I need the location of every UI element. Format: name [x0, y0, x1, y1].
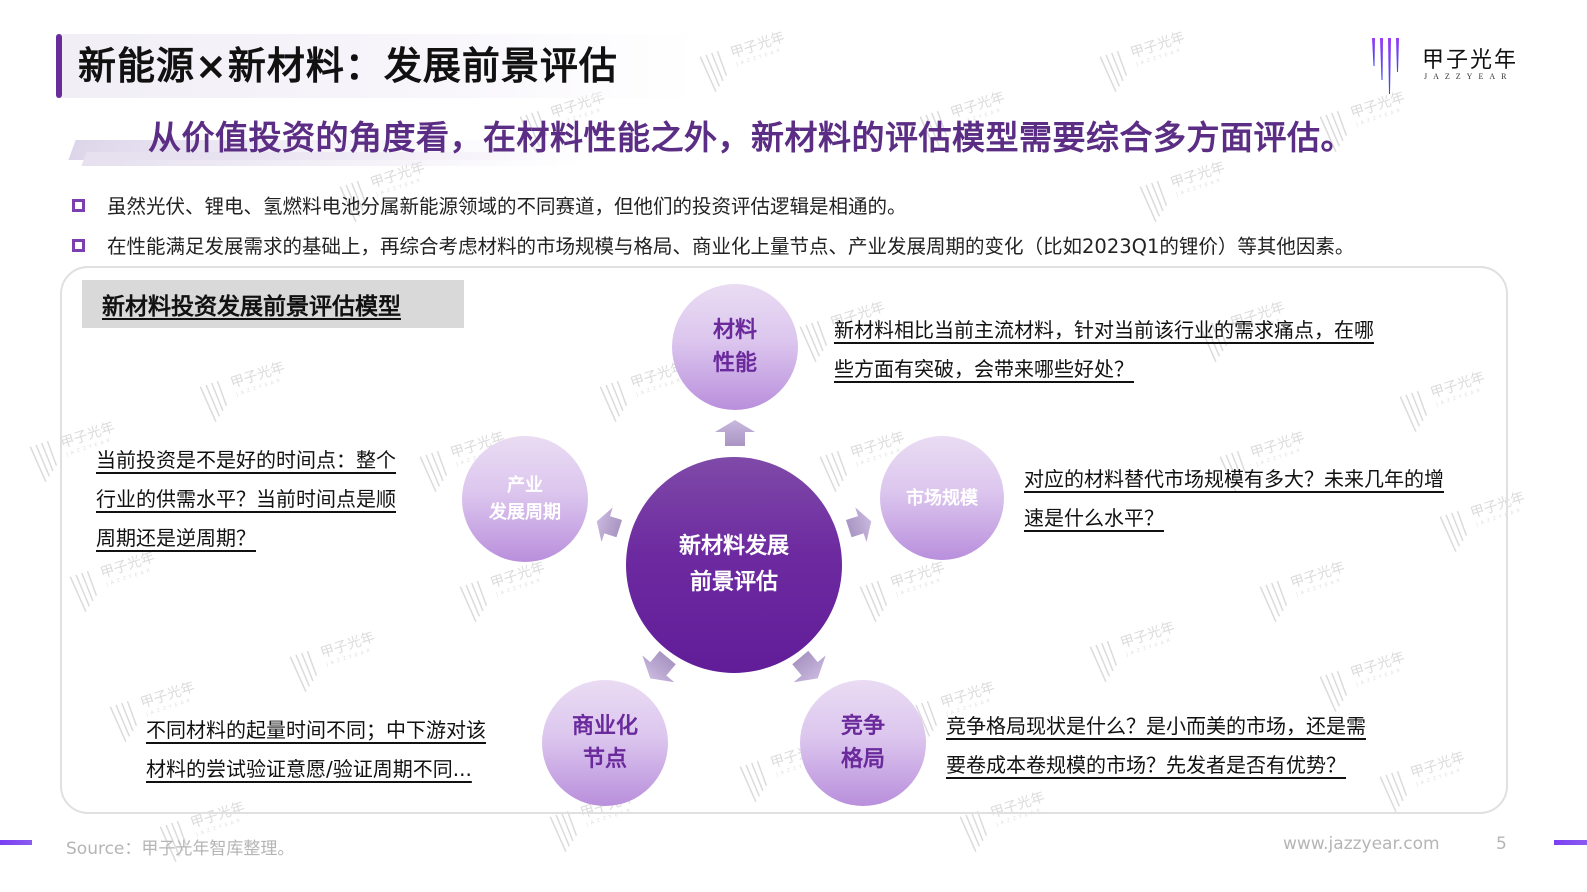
bullet-list: 虽然光伏、锂电、氢燃料电池分属新能源领域的不同赛道，但他们的投资评估逻辑是相通的… — [72, 184, 1354, 264]
desc-line: 当前投资是不是好的时间点：整个 — [96, 448, 396, 472]
page-title: 新能源×新材料：发展前景评估 — [78, 44, 618, 88]
website-link[interactable]: www.jazzyear.com — [1283, 834, 1440, 854]
logo-english-name: JAZZYEAR — [1424, 72, 1513, 81]
arrow-upper-left-icon — [596, 507, 623, 543]
center-node: 新材料发展 前景评估 — [626, 457, 842, 673]
arrow-lower-left-icon — [642, 650, 676, 683]
square-bullet-icon — [72, 198, 85, 212]
arrow-upper-right-icon — [845, 507, 872, 543]
bullet-item: 虽然光伏、锂电、氢燃料电池分属新能源领域的不同赛道，但他们的投资评估逻辑是相通的… — [72, 184, 1354, 224]
logo-chinese-name: 甲子光年 — [1422, 48, 1519, 73]
node-market-size: 市场规模 — [880, 436, 1004, 560]
desc-line: 行业的供需水平？当前时间点是顺 — [96, 487, 396, 511]
desc-line: 要卷成本卷规模的市场？先发者是否有优势？ — [946, 753, 1346, 777]
model-frame — [60, 266, 1508, 814]
arrow-up-icon — [715, 420, 755, 446]
arrow-lower-right-icon — [792, 650, 826, 683]
desc-line: 对应的材料替代市场规模有多大？未来几年的增 — [1024, 467, 1444, 491]
node-industry-cycle: 产业 发展周期 — [462, 436, 588, 562]
footer-accent-left — [0, 840, 32, 845]
desc-line: 些方面有突破，会带来哪些好处？ — [834, 357, 1134, 381]
desc-line: 速是什么水平？ — [1024, 506, 1164, 530]
footer-accent-right — [1554, 840, 1587, 845]
node-label-line2: 格局 — [840, 747, 885, 772]
center-node-line2: 前景评估 — [689, 570, 778, 595]
desc-material-performance: 新材料相比当前主流材料，针对当前该行业的需求痛点，在哪 些方面有突破，会带来哪些… — [834, 311, 1374, 389]
desc-line: 新材料相比当前主流材料，针对当前该行业的需求痛点，在哪 — [834, 318, 1374, 342]
node-label-line1: 市场规模 — [906, 487, 978, 509]
node-competition: 竞争 格局 — [800, 680, 926, 806]
logo-bars-icon — [1372, 38, 1399, 94]
page-number: 5 — [1496, 834, 1507, 854]
source-note: Source：甲子光年智库整理。 — [66, 839, 295, 859]
title-accent-bar — [56, 34, 62, 98]
square-bullet-icon — [72, 238, 85, 252]
node-label-line2: 节点 — [582, 747, 627, 772]
node-label-line1: 材料 — [712, 318, 757, 343]
desc-line: 竞争格局现状是什么？是小而美的市场，还是需 — [946, 714, 1366, 738]
bullet-text: 在性能满足发展需求的基础上，再综合考虑材料的市场规模与格局、商业化上量节点、产业… — [107, 234, 1355, 258]
node-label-line1: 竞争 — [840, 714, 885, 739]
node-label-line2: 发展周期 — [489, 502, 561, 523]
brand-logo: 甲子光年 JAZZYEAR — [1370, 36, 1530, 96]
desc-competition: 竞争格局现状是什么？是小而美的市场，还是需 要卷成本卷规模的市场？先发者是否有优… — [946, 707, 1366, 785]
desc-line: 不同材料的起量时间不同；中下游对该 — [146, 718, 486, 742]
node-material-performance: 材料 性能 — [672, 284, 798, 410]
node-label-line1: 产业 — [507, 475, 543, 496]
desc-industry-cycle: 当前投资是不是好的时间点：整个 行业的供需水平？当前时间点是顺 周期还是逆周期？ — [96, 441, 396, 558]
bullet-item: 在性能满足发展需求的基础上，再综合考虑材料的市场规模与格局、商业化上量节点、产业… — [72, 224, 1354, 264]
desc-commercialization: 不同材料的起量时间不同；中下游对该 材料的尝试验证意愿/验证周期不同... — [146, 711, 486, 789]
node-label-line1: 商业化 — [571, 714, 638, 739]
desc-line: 周期还是逆周期？ — [96, 526, 256, 550]
model-label: 新材料投资发展前景评估模型 — [102, 294, 401, 320]
desc-line: 材料的尝试验证意愿/验证周期不同... — [146, 757, 472, 781]
title-background — [56, 34, 696, 98]
center-node-line1: 新材料发展 — [678, 533, 789, 559]
node-commercialization: 商业化 节点 — [542, 680, 668, 806]
desc-market-size: 对应的材料替代市场规模有多大？未来几年的增 速是什么水平？ — [1024, 460, 1444, 538]
bullet-text: 虽然光伏、锂电、氢燃料电池分属新能源领域的不同赛道，但他们的投资评估逻辑是相通的… — [107, 194, 907, 218]
model-label-background — [82, 280, 464, 328]
node-label-line2: 性能 — [712, 351, 757, 376]
subtitle: 从价值投资的角度看，在材料性能之外，新材料的评估模型需要综合多方面评估。 — [148, 118, 1354, 157]
